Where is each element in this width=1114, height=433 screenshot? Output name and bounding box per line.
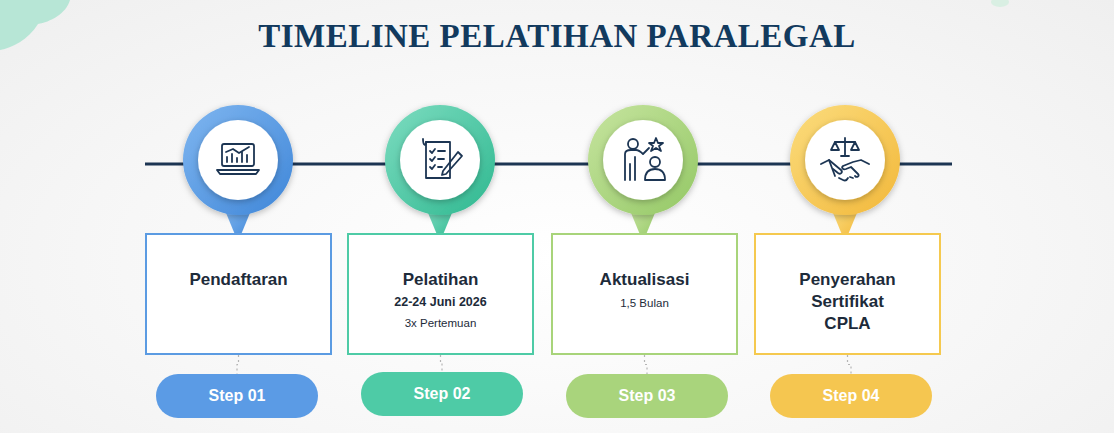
pin-circle <box>183 105 293 215</box>
dotted-connector <box>848 355 852 374</box>
pin-inner <box>603 120 683 200</box>
pin-marker <box>790 105 900 242</box>
dotted-connector <box>237 355 239 374</box>
checklist-icon <box>423 139 462 178</box>
step-box: Pelatihan 22-24 Juni 2026 3x Pertemuan <box>347 233 534 355</box>
step-heading: Pelatihan <box>403 269 479 291</box>
pin-circle <box>790 105 900 215</box>
step-detail: 22-24 Juni 2026 <box>394 294 486 311</box>
step-box: Penyerahan Sertifikat CPLA <box>754 233 941 355</box>
step-pill: Step 01 <box>156 374 318 418</box>
step-detail: 1,5 Bulan <box>620 295 669 311</box>
step-heading: Pendaftaran <box>189 269 287 291</box>
diagram-title: TIMELINE PELATIHAN PARALEGAL <box>0 18 1114 55</box>
step-box: Pendaftaran <box>145 233 332 355</box>
justice-handshake-icon <box>821 138 869 180</box>
pin-inner <box>198 120 278 200</box>
step-heading: Penyerahan Sertifikat CPLA <box>788 269 908 335</box>
step-detail: 3x Pertemuan <box>405 315 477 331</box>
pin-circle <box>385 105 495 215</box>
pin-marker <box>385 105 495 242</box>
step-label: Step 01 <box>209 387 266 405</box>
laptop-chart-icon <box>217 144 259 174</box>
dotted-connector <box>441 355 443 372</box>
corner-dot <box>991 0 1009 7</box>
step-pill: Step 04 <box>770 374 932 418</box>
pin-marker <box>588 105 698 242</box>
dotted-connector <box>645 355 648 374</box>
step-heading: Aktualisasi <box>600 269 690 291</box>
step-label: Step 03 <box>619 387 676 405</box>
pin-marker <box>183 105 293 242</box>
step-label: Step 04 <box>823 387 880 405</box>
people-star-icon <box>625 138 665 180</box>
step-label: Step 02 <box>414 385 471 403</box>
step-box: Aktualisasi 1,5 Bulan <box>551 233 738 355</box>
corner-leaf <box>0 0 70 50</box>
step-pill: Step 02 <box>361 372 523 416</box>
pin-circle <box>588 105 698 215</box>
pin-inner <box>400 120 480 200</box>
pin-inner <box>805 120 885 200</box>
step-pill: Step 03 <box>566 374 728 418</box>
